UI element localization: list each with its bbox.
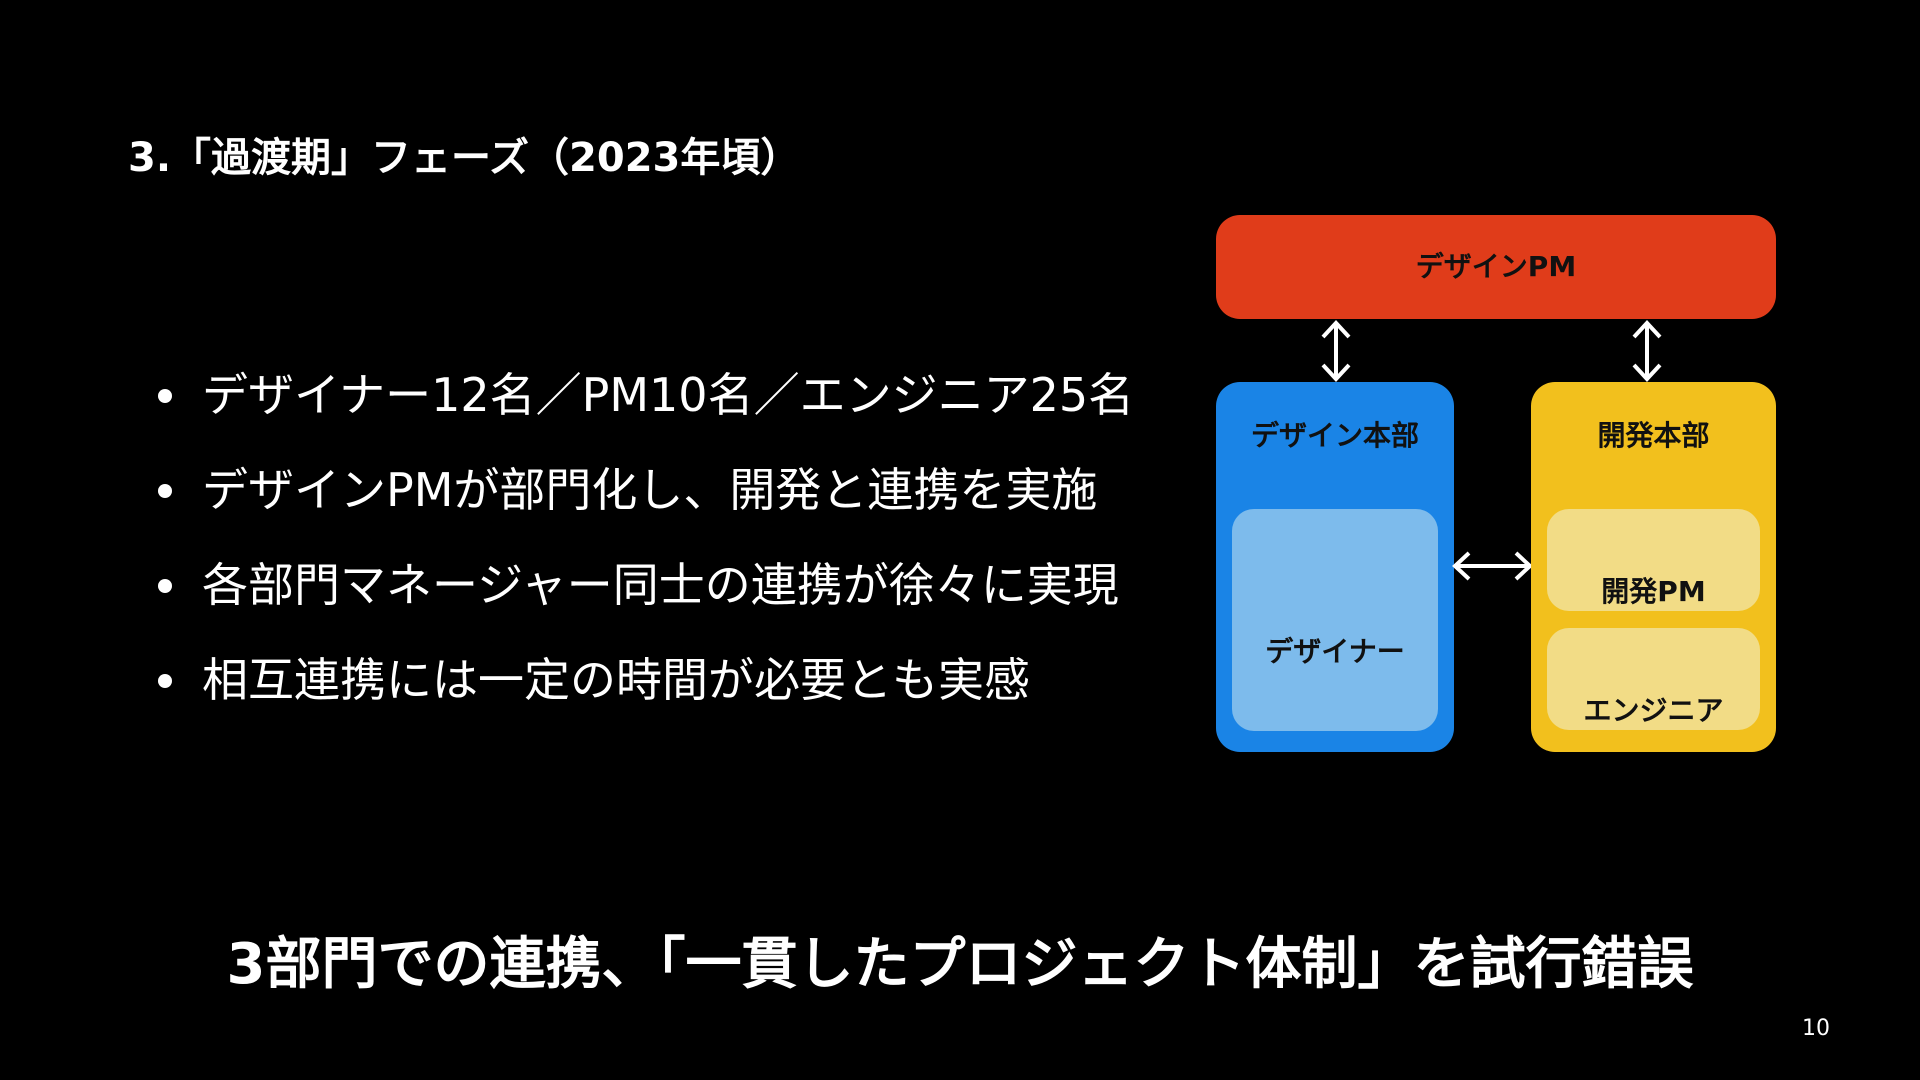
- bullet-item: 各部門マネージャー同士の連携が徐々に実現: [150, 555, 1134, 650]
- bullet-dot-icon: [158, 484, 172, 498]
- bullet-text: デザインPMが部門化し、開発と連携を実施: [202, 463, 1098, 517]
- bullet-dot-icon: [158, 674, 172, 688]
- dev-dept-label: 開発本部: [1597, 419, 1710, 452]
- dev-dept-box: 開発本部 開発PM エンジニア: [1531, 382, 1776, 752]
- design-dept-box: デザイン本部 デザイナー: [1216, 382, 1454, 752]
- bullet-text: 相互連携には一定の時間が必要とも実感: [202, 653, 1030, 707]
- bullet-dot-icon: [158, 579, 172, 593]
- bullet-text: 各部門マネージャー同士の連携が徐々に実現: [202, 558, 1119, 612]
- designer-label: デザイナー: [1265, 635, 1405, 668]
- bullet-item: デザインPMが部門化し、開発と連携を実施: [150, 460, 1134, 555]
- bullet-dot-icon: [158, 389, 172, 403]
- dev-pm-box: 開発PM: [1547, 509, 1760, 611]
- design-pm-box: デザインPM: [1216, 215, 1776, 319]
- designer-box: デザイナー: [1232, 509, 1438, 731]
- dev-pm-label: 開発PM: [1601, 575, 1706, 608]
- design-dept-to-dev-dept-arrow-icon: [1452, 551, 1533, 581]
- bullet-item: 相互連携には一定の時間が必要とも実感: [150, 650, 1134, 745]
- design-pm-to-dev-dept-arrow-icon: [1632, 320, 1662, 382]
- bullet-item: デザイナー12名／PM10名／エンジニア25名: [150, 365, 1134, 460]
- engineer-box: エンジニア: [1547, 628, 1760, 730]
- design-pm-label: デザインPM: [1415, 250, 1577, 283]
- slide-title: 3.「過渡期」フェーズ（2023年頃）: [128, 135, 801, 181]
- bullet-list: デザイナー12名／PM10名／エンジニア25名 デザインPMが部門化し、開発と連…: [150, 365, 1134, 745]
- engineer-label: エンジニア: [1583, 694, 1724, 727]
- design-pm-to-design-dept-arrow-icon: [1321, 320, 1351, 382]
- design-dept-label: デザイン本部: [1250, 419, 1419, 452]
- bullet-text: デザイナー12名／PM10名／エンジニア25名: [202, 368, 1135, 422]
- page-number: 10: [1802, 1016, 1830, 1041]
- footer-message: 3部門での連携、「一貫したプロジェクト体制」を試行錯誤: [226, 932, 1694, 997]
